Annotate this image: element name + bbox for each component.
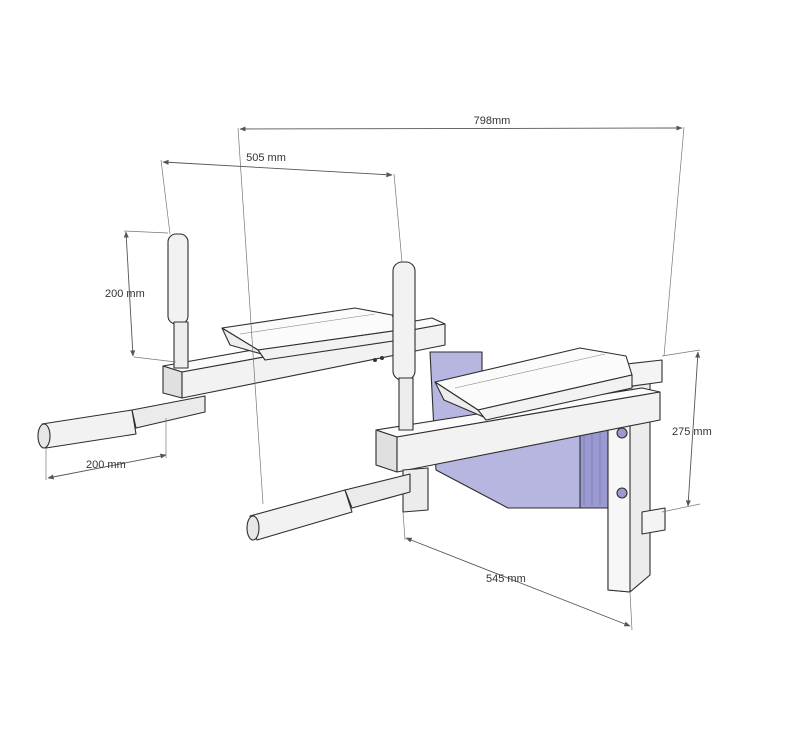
dimension-handle-length: 200 mm	[45, 418, 167, 480]
dimension-label: 275 mm	[672, 426, 712, 438]
dimension-plate-height: 275 mm	[661, 349, 712, 513]
dimension-label: 798mm	[474, 115, 511, 127]
right-horizontal-handle	[246, 473, 411, 541]
dimension-handle-height: 200 mm	[105, 230, 177, 363]
left-horizontal-handle	[37, 395, 206, 449]
right-vertical-handle	[392, 261, 416, 431]
dimension-label: 545 mm	[486, 573, 526, 585]
dimension-depth: 545 mm	[402, 511, 633, 631]
bolt-icon	[616, 427, 628, 439]
dimension-inner-width: 505 mm	[160, 152, 403, 263]
dimension-overall-width: 798mm	[237, 115, 685, 505]
right-arm-pad	[434, 347, 633, 421]
left-vertical-handle	[167, 233, 189, 369]
dimension-label: 505 mm	[246, 152, 286, 164]
dimension-label: 200 mm	[105, 288, 145, 300]
dimension-label: 200 mm	[86, 459, 126, 471]
bolt-icon	[616, 487, 628, 499]
